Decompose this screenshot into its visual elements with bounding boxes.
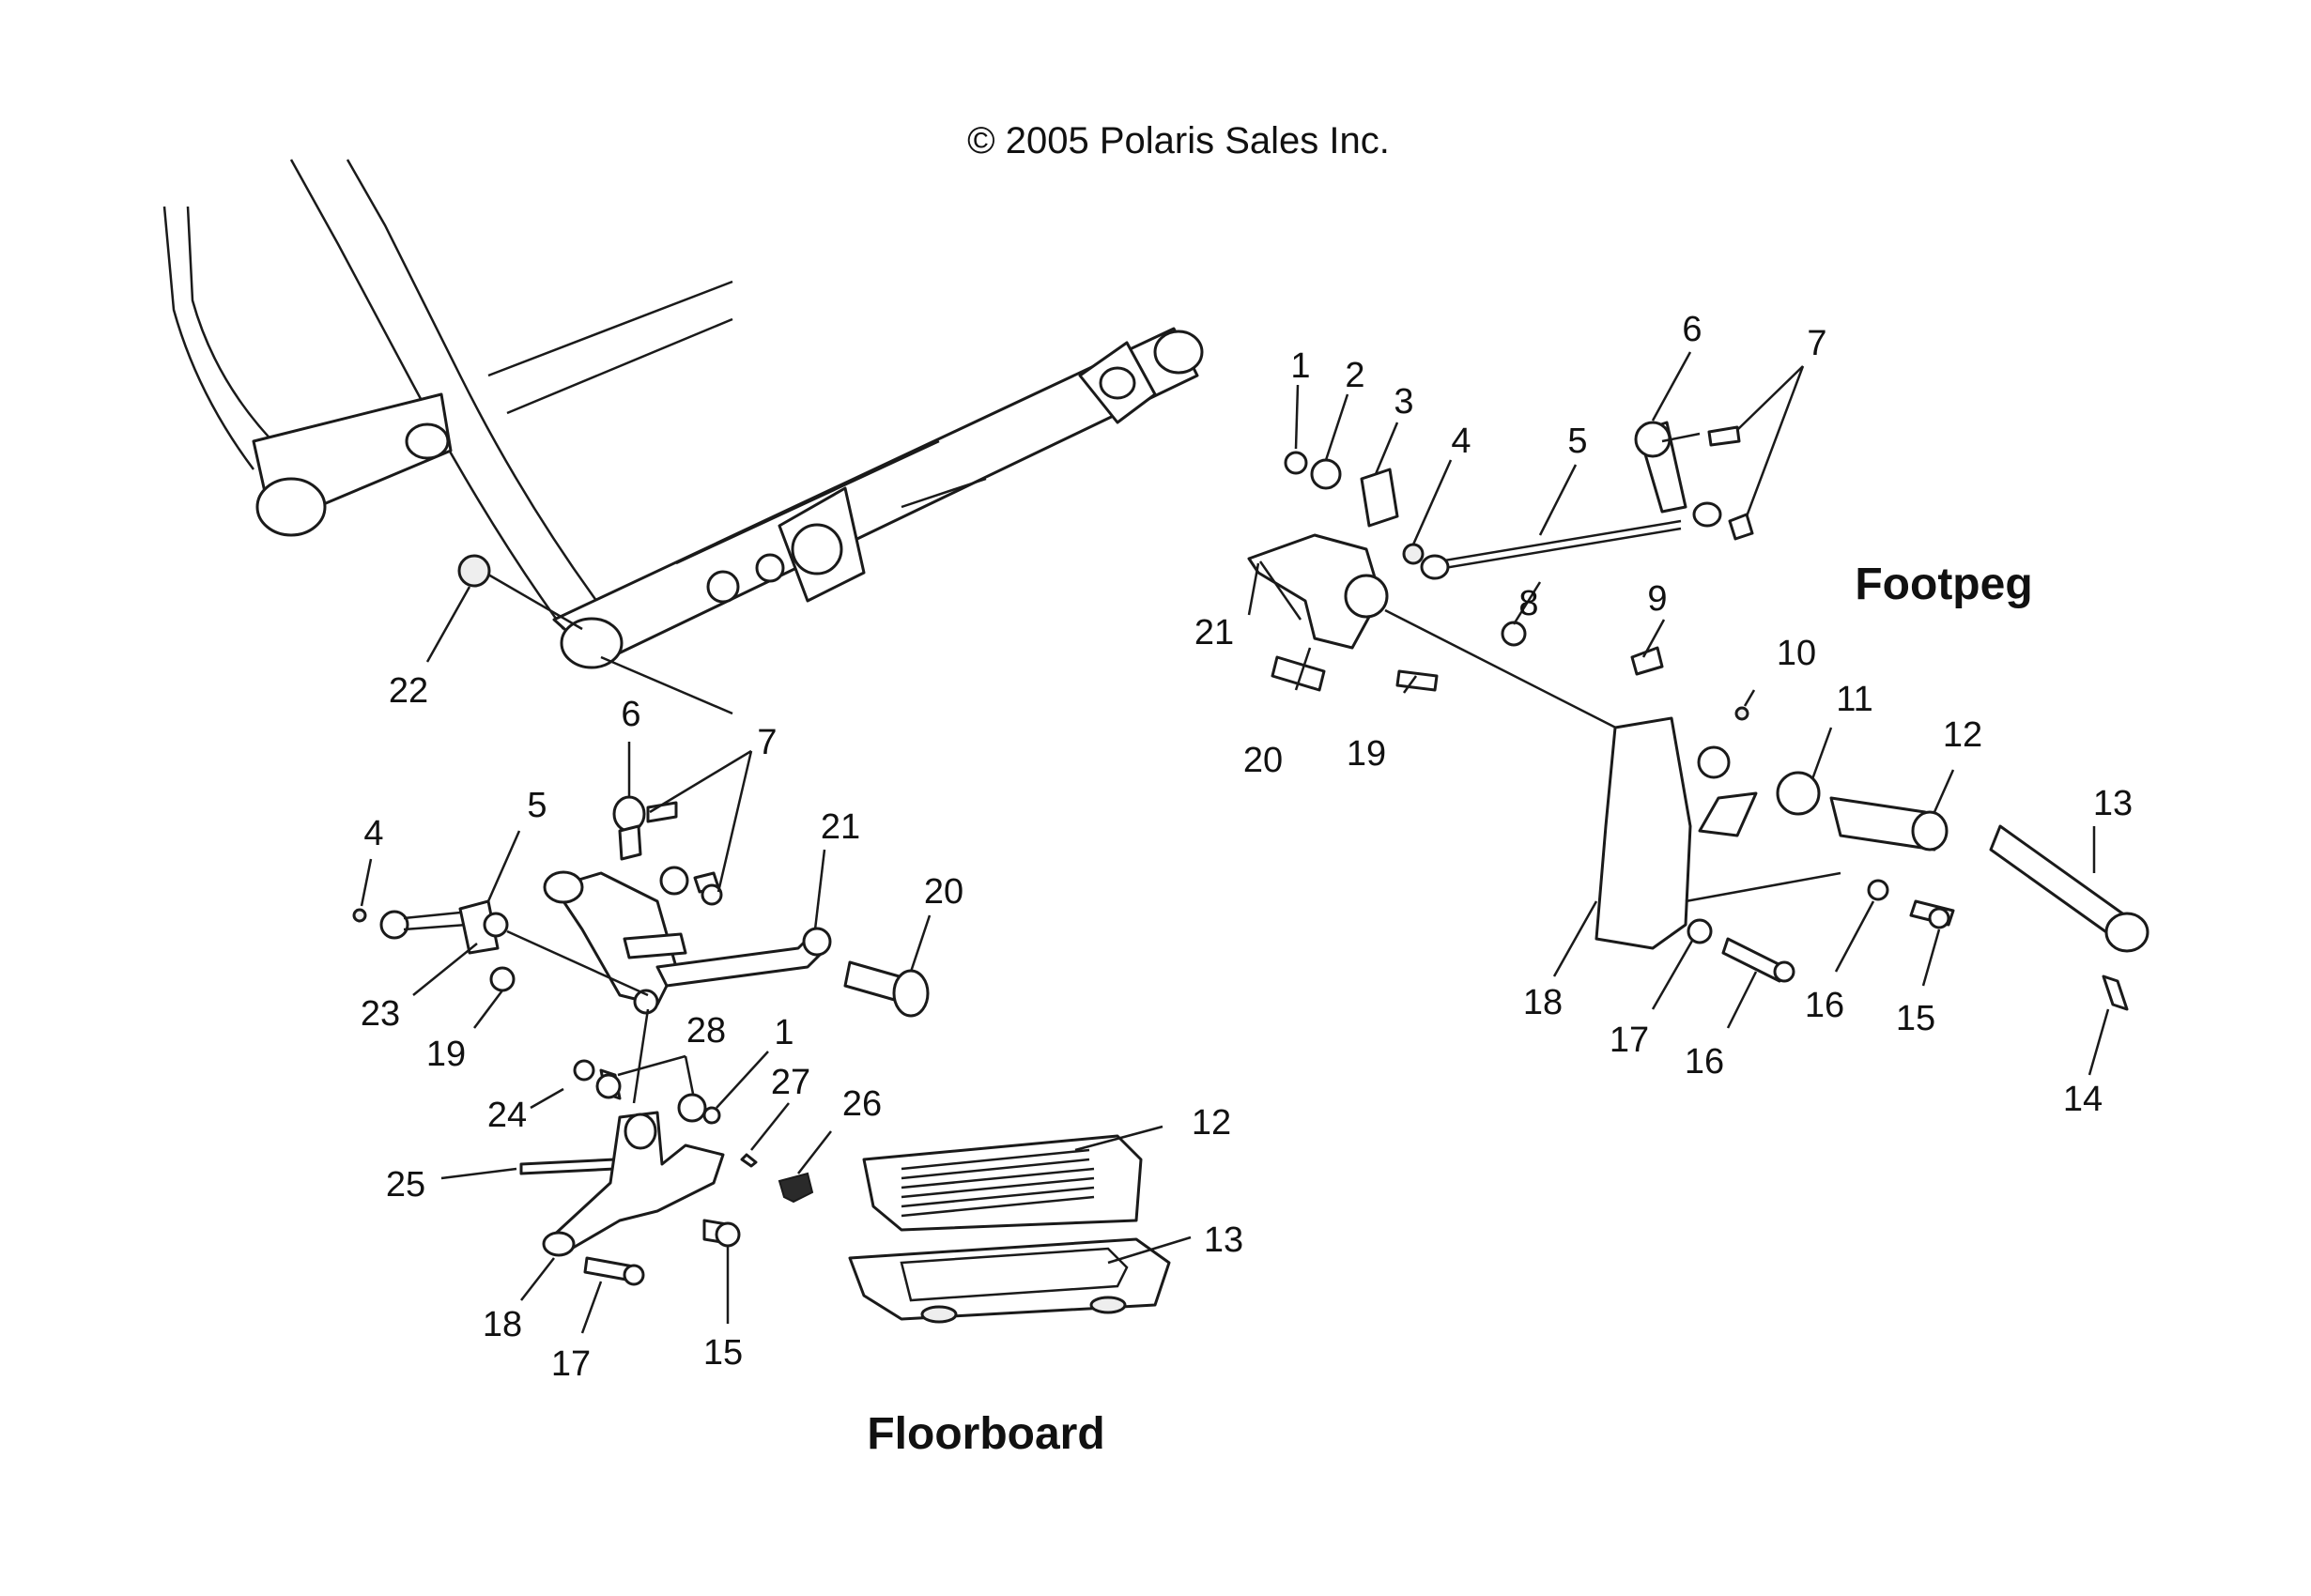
callout-floor-12: 12 (1192, 1103, 1231, 1143)
callout-floor-26: 26 (842, 1084, 882, 1124)
callout-floor-15: 15 (703, 1333, 743, 1373)
callout-footpeg-12: 12 (1943, 715, 1982, 755)
callout-footpeg-17: 16 (1685, 1042, 1724, 1082)
callout-footpeg-10: 10 (1777, 634, 1816, 673)
callout-footpeg-16b: 16 (1805, 986, 1844, 1025)
callout-floor-18: 18 (483, 1305, 522, 1344)
callout-footpeg-21: 21 (1194, 613, 1234, 652)
floorboard-assembly (352, 795, 1171, 1324)
callout-footpeg-14: 14 (2063, 1080, 2103, 1119)
callout-footpeg-7: 7 (1807, 324, 1826, 363)
callout-footpeg-20: 20 (1243, 741, 1283, 780)
callout-floor-25: 25 (386, 1165, 425, 1205)
callout-footpeg-8: 8 (1518, 584, 1538, 623)
callout-footpeg-4: 4 (1451, 422, 1471, 461)
callout-floor-17: 17 (551, 1344, 591, 1384)
callout-footpeg-6: 6 (1682, 310, 1702, 349)
callout-footpeg-19: 19 (1347, 734, 1386, 774)
callout-floor-5: 5 (527, 786, 547, 825)
frame-assembly (162, 159, 1204, 669)
callout-footpeg-13: 13 (2093, 784, 2133, 823)
section-title-footpeg: Footpeg (1855, 560, 2032, 609)
callout-floor-28: 28 (686, 1011, 726, 1051)
callout-footpeg-18: 18 (1523, 983, 1563, 1022)
callout-floor-24: 24 (487, 1096, 527, 1135)
callout-footpeg-5: 5 (1567, 422, 1587, 461)
callout-footpeg-1: 1 (1290, 346, 1310, 386)
callout-floor-6: 6 (621, 695, 640, 734)
callout-footpeg-16a: 17 (1610, 1021, 1649, 1060)
callout-floor-4: 4 (363, 814, 383, 853)
callout-footpeg-11: 11 (1836, 680, 1872, 719)
callout-footpeg-15: 15 (1896, 999, 1935, 1038)
callout-footpeg-9: 9 (1647, 579, 1667, 619)
callout-floor-23: 23 (361, 994, 400, 1034)
footpeg-assembly (1247, 421, 2149, 1011)
callout-floor-27: 27 (771, 1063, 810, 1102)
copyright-text: © 2005 Polaris Sales Inc. (967, 120, 1390, 161)
callout-floor-21: 21 (821, 807, 860, 847)
callout-footpeg-3: 3 (1394, 382, 1413, 422)
floorboard-callouts: 4 5 6 7 21 20 23 19 28 24 1 27 26 25 12 … (361, 695, 1243, 1384)
callout-frame-22: 22 (389, 671, 428, 711)
callout-floor-7: 7 (757, 723, 777, 762)
callout-floor-13: 13 (1204, 1220, 1243, 1260)
callout-floor-19: 19 (426, 1035, 466, 1074)
callout-footpeg-2: 2 (1345, 356, 1364, 395)
section-title-floorboard: Floorboard (867, 1409, 1104, 1459)
footpeg-callouts: 1 2 3 4 5 6 7 21 20 19 8 9 10 11 12 13 1… (1194, 310, 2133, 1119)
callout-floor-20: 20 (924, 872, 963, 912)
callout-floor-1: 1 (774, 1013, 793, 1052)
